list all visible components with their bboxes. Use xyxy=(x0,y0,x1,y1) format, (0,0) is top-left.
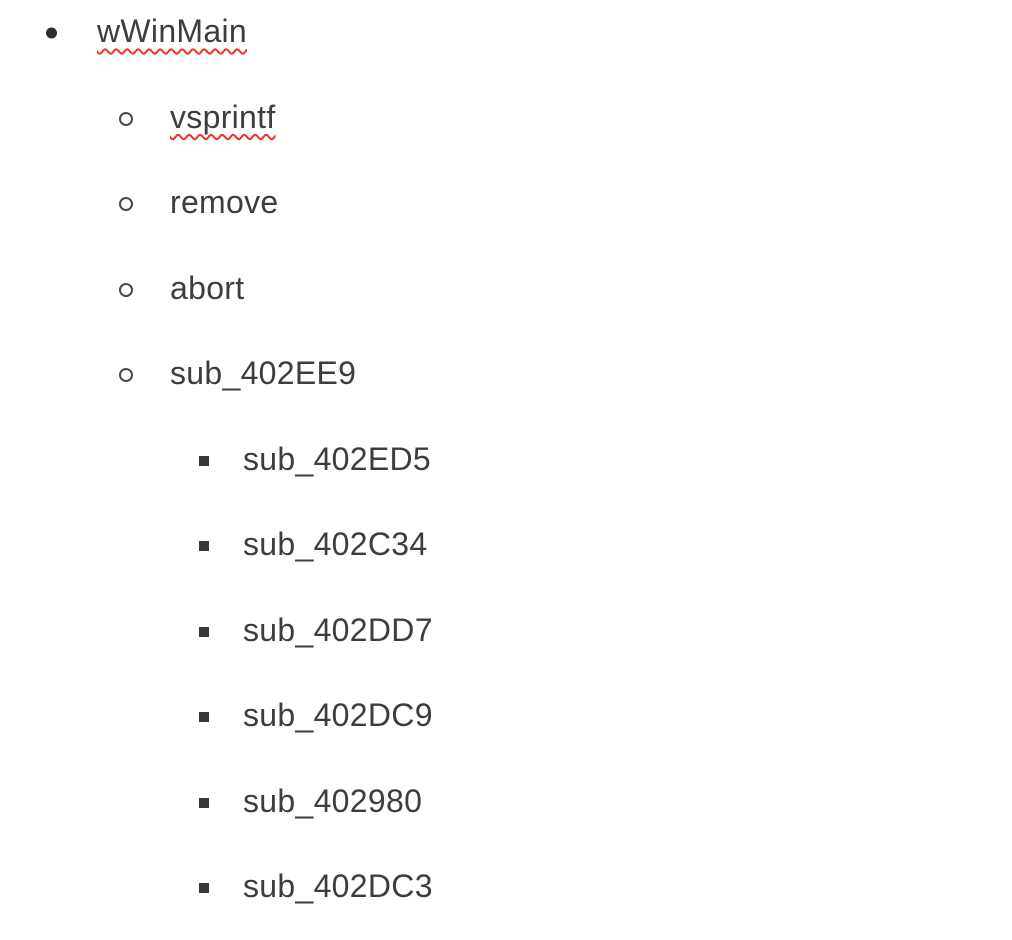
list-item: remove xyxy=(119,181,1012,223)
bullet-square-icon xyxy=(199,797,209,808)
list-row: abort xyxy=(119,267,1012,309)
bullet-square-icon xyxy=(199,455,209,466)
list-item: sub_402ED5 xyxy=(199,438,1012,480)
list-item-label: sub_402DD7 xyxy=(243,611,433,648)
list-item: sub_402DD7 xyxy=(199,609,1012,651)
list-row: sub_402ED5 xyxy=(199,438,1012,480)
list-row: sub_402980 xyxy=(199,780,1012,822)
list-row: remove xyxy=(119,181,1012,223)
list-item-label: abort xyxy=(170,269,245,306)
bullet-disc-icon xyxy=(46,27,57,39)
list-row: wWinMain xyxy=(46,10,1012,52)
list-item: sub_402980 xyxy=(199,780,1012,822)
list-item-label: vsprintf xyxy=(170,98,276,135)
list-item-label: sub_402980 xyxy=(243,782,423,819)
list-item: sub_402DC3 xyxy=(199,865,1012,907)
list-item-label: remove xyxy=(170,184,279,220)
bullet-square-icon xyxy=(199,541,209,551)
list-item-label: sub_402DC3 xyxy=(243,868,433,904)
bullet-circle-icon xyxy=(119,111,133,126)
list-row: sub_402EE9 xyxy=(119,352,1012,394)
list-item: abort xyxy=(119,267,1012,309)
bullet-square-icon xyxy=(199,883,209,893)
list-item-label: wWinMain xyxy=(97,13,247,49)
list-item-label: sub_402C34 xyxy=(243,526,428,562)
list-item: sub_402DC9 xyxy=(199,694,1012,736)
list-item: sub_402C34 xyxy=(199,523,1012,565)
bullet-circle-icon xyxy=(119,197,133,211)
list-item-label: sub_402ED5 xyxy=(243,440,432,477)
list-item: sub_402EE9 sub_402ED5 sub_402C34 sub_402DD7… xyxy=(119,352,1012,908)
bullet-circle-icon xyxy=(119,368,133,382)
bullet-square-icon xyxy=(199,712,209,722)
list-row: sub_402C34 xyxy=(199,523,1012,565)
bullet-circle-icon xyxy=(119,282,133,297)
list-row: sub_402DC3 xyxy=(199,865,1012,907)
list-row: sub_402DD7 xyxy=(199,609,1012,651)
list-item: vsprintf xyxy=(119,96,1012,138)
list-item-label: sub_402DC9 xyxy=(243,697,433,733)
outline-list-level-3: sub_402ED5 sub_402C34 sub_402DD7 sub_402DC9… xyxy=(170,438,1012,908)
list-row: sub_402DC9 xyxy=(199,694,1012,736)
bullet-square-icon xyxy=(199,626,209,637)
list-row: vsprintf xyxy=(119,96,1012,138)
list-item-label: sub_402EE9 xyxy=(170,355,357,391)
